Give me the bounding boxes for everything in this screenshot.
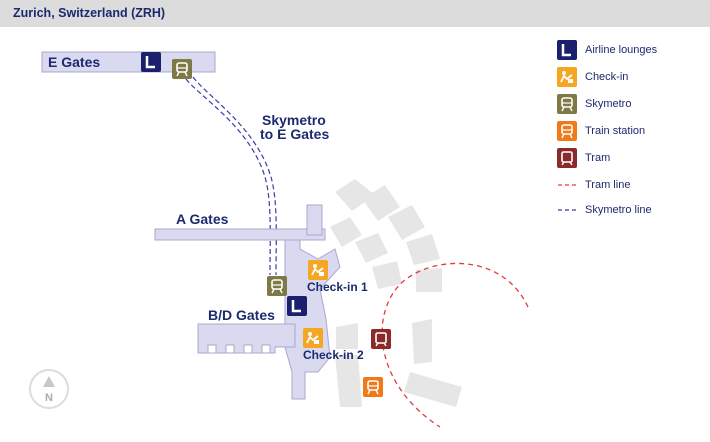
airline-lounge-icon xyxy=(557,40,577,60)
a-gates-label: A Gates xyxy=(176,211,229,227)
skymetro-icon[interactable] xyxy=(267,276,287,296)
skymetro-label-line1: Skymetro xyxy=(262,112,326,128)
tram-line-path xyxy=(381,262,529,428)
legend-label: Airline lounges xyxy=(585,44,658,56)
legend-label: Tram xyxy=(585,152,611,164)
e-gates-building xyxy=(41,51,216,73)
bd-gates-label: B/D Gates xyxy=(208,307,275,323)
legend-item-train-station: Train station xyxy=(557,121,707,148)
train-station-icon[interactable] xyxy=(363,377,383,397)
skymetro-icon[interactable] xyxy=(172,59,192,79)
legend-item-airline-lounges: Airline lounges xyxy=(557,40,707,67)
legend-item-tram-line: Tram line xyxy=(557,175,707,200)
tram-line-icon xyxy=(558,184,576,186)
airline-lounge-icon[interactable] xyxy=(287,296,307,316)
title-bar: Zurich, Switzerland (ZRH) xyxy=(0,0,710,27)
e-gates-label: E Gates xyxy=(48,54,100,70)
legend-item-check-in: Check-in xyxy=(557,67,707,94)
airport-map: E Gates A Gates B/D Gates Skymetro to E … xyxy=(29,51,529,428)
check-in-icon[interactable] xyxy=(303,328,323,348)
skymetro-icon xyxy=(557,94,577,114)
compass: N xyxy=(29,369,69,409)
skymetro-line-icon xyxy=(558,209,576,211)
checkin-2-label: Check-in 2 xyxy=(303,348,364,362)
page-title: Zurich, Switzerland (ZRH) xyxy=(13,6,166,20)
checkin-1-label: Check-in 1 xyxy=(307,280,368,294)
legend-label: Tram line xyxy=(585,179,631,191)
apron-structures xyxy=(330,179,462,407)
legend-label: Skymetro xyxy=(585,98,632,110)
north-arrow-icon xyxy=(43,376,55,387)
skymetro-line-path xyxy=(185,76,277,276)
legend-label: Train station xyxy=(585,125,646,137)
tram-icon xyxy=(557,148,577,168)
a-gates-pier xyxy=(154,204,326,241)
compass-north-label: N xyxy=(45,392,53,404)
check-in-icon[interactable] xyxy=(308,260,328,280)
bd-gate-stubs xyxy=(207,344,271,354)
check-in-icon xyxy=(557,67,577,87)
tram-icon[interactable] xyxy=(371,329,391,349)
skymetro-label-line2: to E Gates xyxy=(260,126,329,142)
train-station-icon xyxy=(557,121,577,141)
airline-lounge-icon[interactable] xyxy=(141,52,161,72)
legend-item-skymetro-line: Skymetro line xyxy=(557,200,707,225)
legend-item-tram: Tram xyxy=(557,148,707,175)
map-legend: Airline lounges Check-in Skymetro xyxy=(557,40,707,225)
legend-item-skymetro: Skymetro xyxy=(557,94,707,121)
legend-label: Check-in xyxy=(585,71,629,83)
legend-label: Skymetro line xyxy=(585,204,652,216)
